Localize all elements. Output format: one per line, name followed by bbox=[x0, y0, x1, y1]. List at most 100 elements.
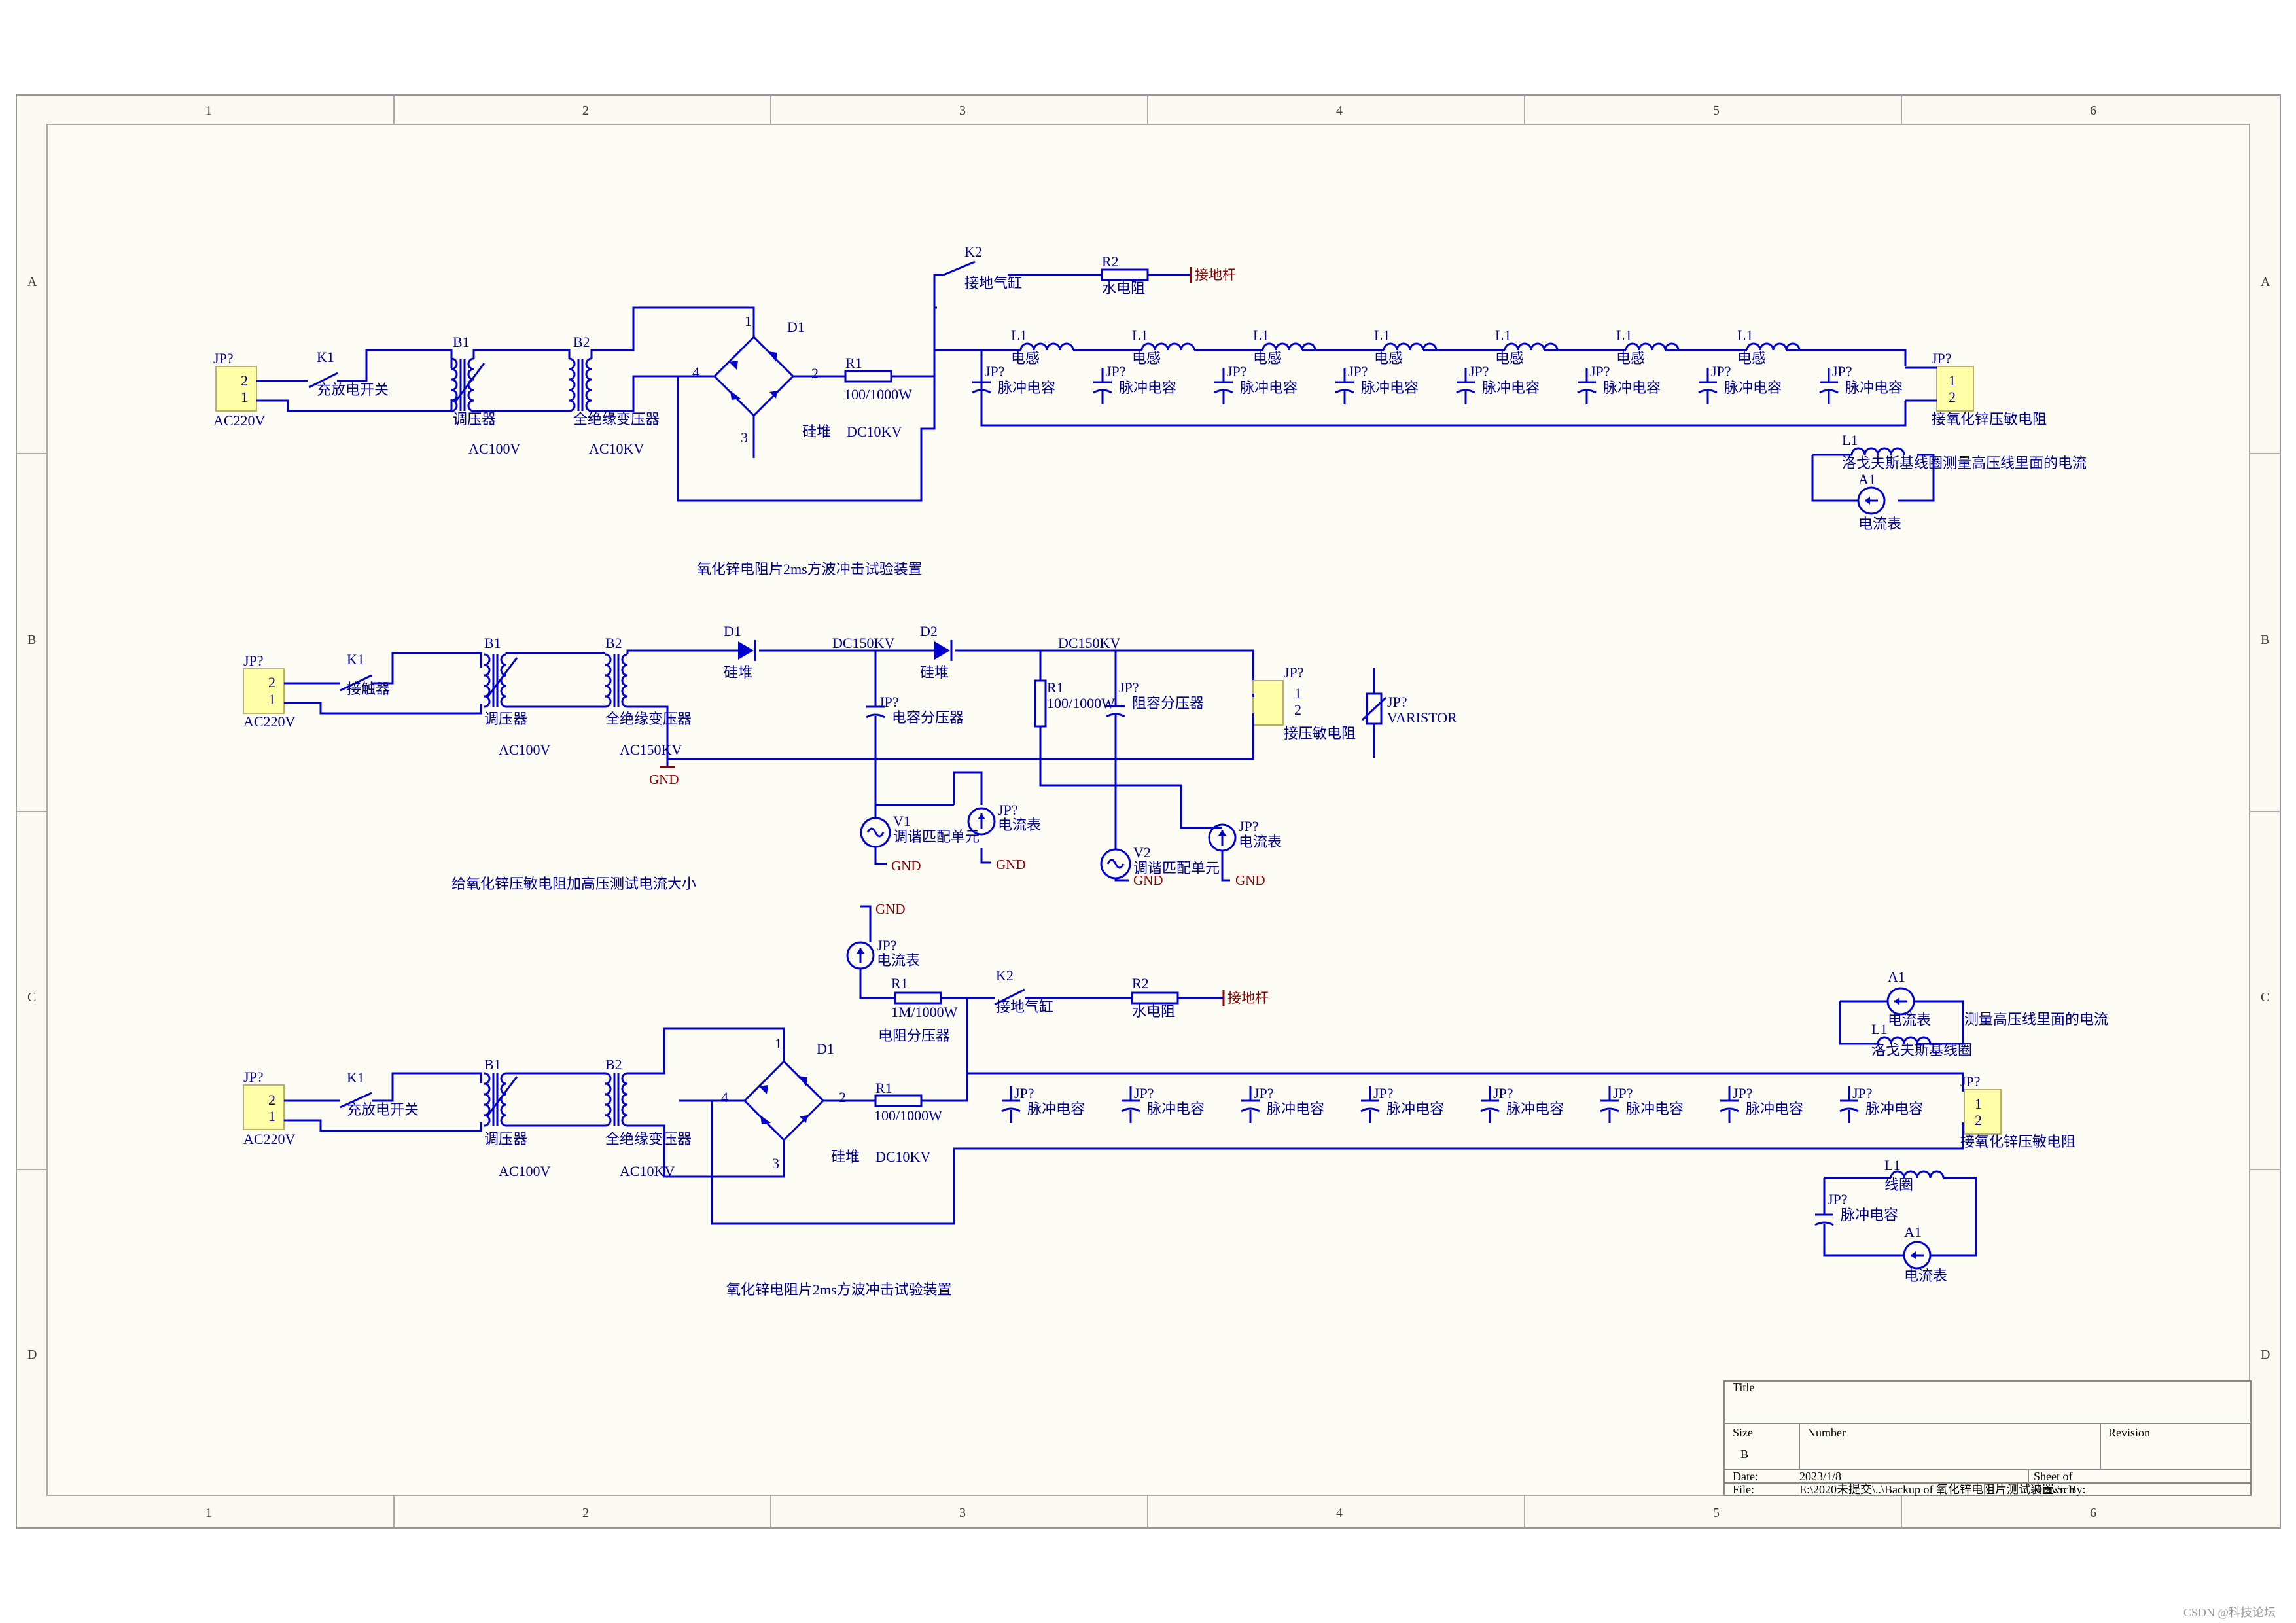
cap-divider-label: 电容分压器 bbox=[892, 709, 964, 726]
ammeter-top-label: 电流表 bbox=[877, 952, 920, 969]
bridge-pin-2-3: 2 bbox=[839, 1089, 846, 1105]
gnd-label-6: GND bbox=[875, 901, 906, 917]
d2-ref: D2 bbox=[920, 623, 938, 639]
r2-label: 水电阻 bbox=[1102, 280, 1145, 296]
inductor-4-label: 电感 bbox=[1374, 350, 1403, 366]
cap-5-label: 脉冲电容 bbox=[1482, 380, 1540, 396]
pin-2-2: 2 bbox=[268, 674, 275, 690]
cap-3-6-ref: JP? bbox=[1613, 1085, 1633, 1101]
cap-3-7-ref: JP? bbox=[1733, 1085, 1753, 1101]
output-pin-2-2: 2 bbox=[1294, 702, 1301, 718]
tb-date-value: 2023/1/8 bbox=[1799, 1470, 1841, 1483]
circuit-2-title: 给氧化锌压敏电阻加高压测试电流大小 bbox=[451, 876, 696, 892]
resistor-r1-2 bbox=[1034, 679, 1047, 728]
cap-3-3-label: 脉冲电容 bbox=[1267, 1101, 1324, 1117]
circuit-3-title: 氧化锌电阻片2ms方波冲击试验装置 bbox=[726, 1281, 952, 1298]
cap-3-4-label: 脉冲电容 bbox=[1386, 1101, 1444, 1117]
k1-ref: K1 bbox=[317, 349, 334, 365]
inductor-6-ref: L1 bbox=[1616, 327, 1632, 344]
r1-ref-2: R1 bbox=[1047, 679, 1064, 696]
k1-label-2: 接触器 bbox=[347, 681, 390, 697]
r1-value: 100/1000W bbox=[844, 386, 912, 402]
switch-k2 bbox=[943, 260, 976, 276]
pin-1: 1 bbox=[241, 389, 248, 405]
col-label-5-bottom: 5 bbox=[1713, 1506, 1720, 1520]
k2-label-3: 接地气缸 bbox=[996, 999, 1053, 1015]
a1-bottom-label: 电流表 bbox=[1904, 1268, 1947, 1284]
b1-ref: B1 bbox=[453, 334, 470, 350]
b2-ref-3: B2 bbox=[605, 1056, 622, 1073]
row-label-b: B bbox=[27, 633, 36, 647]
contactor-k1 bbox=[340, 674, 372, 692]
a1-ref-3: A1 bbox=[1888, 969, 1905, 985]
b1-voltage: AC100V bbox=[468, 440, 521, 457]
tb-number: Number bbox=[1807, 1426, 1846, 1439]
cap-3-2-ref: JP? bbox=[1134, 1085, 1154, 1101]
r1a-value: 1M/1000W bbox=[891, 1004, 958, 1020]
coil-label: 线圈 bbox=[1884, 1177, 1913, 1193]
output-jp-ref: JP? bbox=[1932, 350, 1952, 366]
k2-ref: K2 bbox=[964, 243, 982, 260]
col-label-4-bottom: 4 bbox=[1336, 1506, 1343, 1520]
r1a-ref: R1 bbox=[891, 975, 908, 991]
voltage-label: AC220V bbox=[213, 412, 266, 429]
tb-file: File: bbox=[1733, 1483, 1754, 1496]
cap-6-label: 脉冲电容 bbox=[1603, 380, 1661, 396]
col-label-3-bottom: 3 bbox=[959, 1506, 966, 1520]
tb-file-value: E:\2020未提交\..\Backup of 氧化锌电阻片测试装置.Sch bbox=[1799, 1483, 2074, 1496]
cap-bottom-label: 脉冲电容 bbox=[1841, 1207, 1898, 1223]
cap-3-5-ref: JP? bbox=[1493, 1085, 1513, 1101]
a1-label-3: 电流表 bbox=[1888, 1012, 1931, 1028]
cap-3-ref: JP? bbox=[1227, 363, 1247, 380]
v2-label: 调谐匹配单元 bbox=[1133, 860, 1220, 876]
resistor-r2-3 bbox=[1131, 991, 1179, 1005]
b2-voltage-2: AC150KV bbox=[620, 741, 682, 758]
k2-ref-3: K2 bbox=[996, 967, 1014, 984]
inductor-7-ref: L1 bbox=[1737, 327, 1753, 344]
varistor-label: VARISTOR bbox=[1387, 709, 1457, 726]
inductor-7-label: 电感 bbox=[1737, 350, 1766, 366]
k1-ref-2: K1 bbox=[347, 651, 364, 668]
tb-revision: Revision bbox=[2108, 1426, 2150, 1439]
col-label-6: 6 bbox=[2090, 103, 2096, 118]
r1-ref: R1 bbox=[845, 355, 862, 371]
rc-divider-ref: JP? bbox=[1119, 679, 1139, 696]
output-jp-ref-3: JP? bbox=[1960, 1073, 1981, 1090]
voltage-label-3: AC220V bbox=[243, 1131, 296, 1147]
r2-ref-3: R2 bbox=[1132, 975, 1149, 991]
cap-6-ref: JP? bbox=[1590, 363, 1610, 380]
bridge-pin-3: 3 bbox=[741, 429, 748, 446]
row-label-d: D bbox=[27, 1347, 37, 1362]
tb-size: Size bbox=[1733, 1426, 1753, 1439]
v1-ref: V1 bbox=[893, 813, 911, 829]
dc-voltage-b: DC150KV bbox=[1058, 635, 1120, 651]
tb-drawn-by: Drawn By: bbox=[2034, 1483, 2086, 1496]
connector-ac-input bbox=[215, 366, 257, 412]
a1-ref: A1 bbox=[1858, 471, 1876, 488]
rogowski-label: 洛戈夫斯基线圈测量高压线里面的电流 bbox=[1842, 455, 2087, 471]
tb-title: Title bbox=[1733, 1381, 1754, 1394]
output-label-2: 接压敏电阻 bbox=[1284, 725, 1356, 741]
d1-label-2: 硅堆 bbox=[724, 664, 752, 681]
cap-5-ref: JP? bbox=[1469, 363, 1489, 380]
ground-rod-label-3: 接地杆 bbox=[1227, 990, 1269, 1006]
cap-3-1-label: 脉冲电容 bbox=[1027, 1101, 1085, 1117]
bridge-pin-4-3: 4 bbox=[721, 1089, 728, 1105]
connector-varistor bbox=[1252, 680, 1284, 726]
output-pin-2: 2 bbox=[1949, 389, 1956, 405]
ammeter-1-ref: JP? bbox=[998, 802, 1018, 818]
tb-size-value: B bbox=[1740, 1448, 1748, 1461]
cap-4-ref: JP? bbox=[1348, 363, 1368, 380]
row-label-d-right: D bbox=[2261, 1347, 2270, 1362]
circuit-3: GND JP? 电流表 R1 1M/1000W 电阻分压器 K2 接地气缸 R2… bbox=[243, 901, 2108, 1298]
col-label-2-bottom: 2 bbox=[582, 1506, 589, 1520]
r1-value-3: 100/1000W bbox=[874, 1107, 942, 1124]
col-label-2: 2 bbox=[582, 103, 589, 118]
b1-ref-2: B1 bbox=[484, 635, 501, 651]
varistor-ref: JP? bbox=[1387, 694, 1407, 710]
col-label-1-bottom: 1 bbox=[205, 1506, 212, 1520]
dc-voltage: DC10KV bbox=[847, 423, 902, 440]
inner-frame bbox=[46, 124, 2250, 1496]
d1-ref-2: D1 bbox=[724, 623, 741, 639]
k1-ref-3: K1 bbox=[347, 1069, 364, 1086]
